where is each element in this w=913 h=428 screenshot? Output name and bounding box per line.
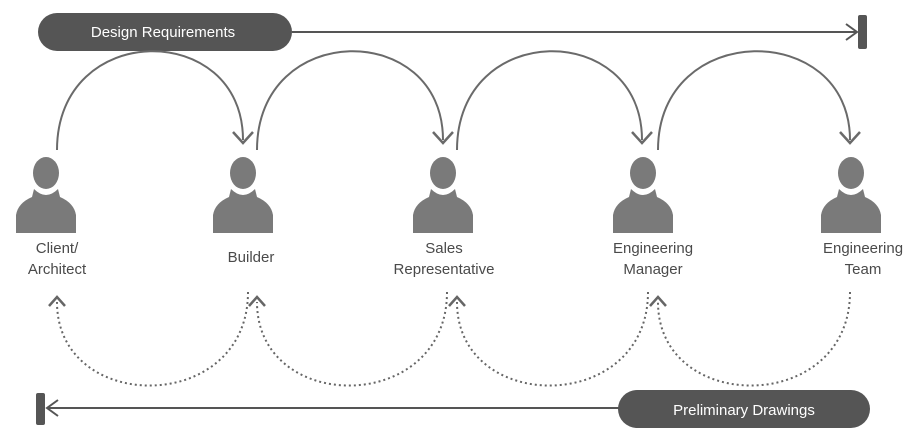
person-icon-eng-manager <box>613 157 673 233</box>
return-arc-sales-to-builder <box>256 291 448 387</box>
preliminary-drawings-flow: Preliminary Drawings <box>36 390 870 428</box>
arrowhead-eng-team <box>839 131 861 145</box>
person-labels: Client/ Architect Builder Sales Represen… <box>28 240 903 278</box>
label-eng-manager-line1: Engineering <box>613 240 693 257</box>
arrowhead-builder <box>232 131 254 145</box>
return-arrowhead-sales <box>448 295 466 307</box>
label-builder: Builder <box>228 249 275 266</box>
arrowhead-eng-manager <box>631 131 653 145</box>
person-icon-eng-team <box>821 157 881 233</box>
arc-builder-to-sales <box>256 50 444 151</box>
person-icon-sales <box>413 157 473 233</box>
label-eng-team-line1: Engineering <box>823 240 903 257</box>
label-eng-manager-line2: Manager <box>623 261 682 278</box>
people <box>16 157 881 233</box>
design-requirements-flow: Design Requirements <box>38 13 867 51</box>
forward-arcs <box>56 50 861 151</box>
design-requirements-pill <box>38 13 292 51</box>
preliminary-drawings-label: Preliminary Drawings <box>673 402 815 419</box>
label-client-line2: Architect <box>28 261 87 278</box>
arrowhead-sales <box>432 131 454 145</box>
return-arc-builder-to-client <box>56 291 249 387</box>
return-arc-eng-manager-to-sales <box>456 291 649 387</box>
person-icon-client <box>16 157 76 233</box>
preliminary-drawings-arrowhead <box>45 399 59 417</box>
label-sales-line2: Representative <box>394 261 495 278</box>
preliminary-drawings-end-bar <box>36 393 45 425</box>
return-arc-eng-team-to-eng-manager <box>657 291 851 387</box>
label-sales-line1: Sales <box>425 240 463 257</box>
preliminary-drawings-pill <box>618 390 870 428</box>
label-eng-team-line2: Team <box>845 261 882 278</box>
design-requirements-end-bar <box>858 15 867 49</box>
design-requirements-label: Design Requirements <box>91 24 235 41</box>
return-arcs <box>48 291 851 387</box>
arc-sales-to-eng-manager <box>456 50 643 151</box>
arc-eng-manager-to-eng-team <box>657 50 851 151</box>
person-icon-builder <box>213 157 273 233</box>
design-requirements-arrowhead <box>845 23 859 41</box>
return-arrowhead-client <box>48 295 66 307</box>
return-arrowhead-builder <box>248 295 266 307</box>
return-arrowhead-eng-manager <box>649 295 667 307</box>
arc-client-to-builder <box>56 50 244 151</box>
label-client-line1: Client/ <box>36 240 79 257</box>
